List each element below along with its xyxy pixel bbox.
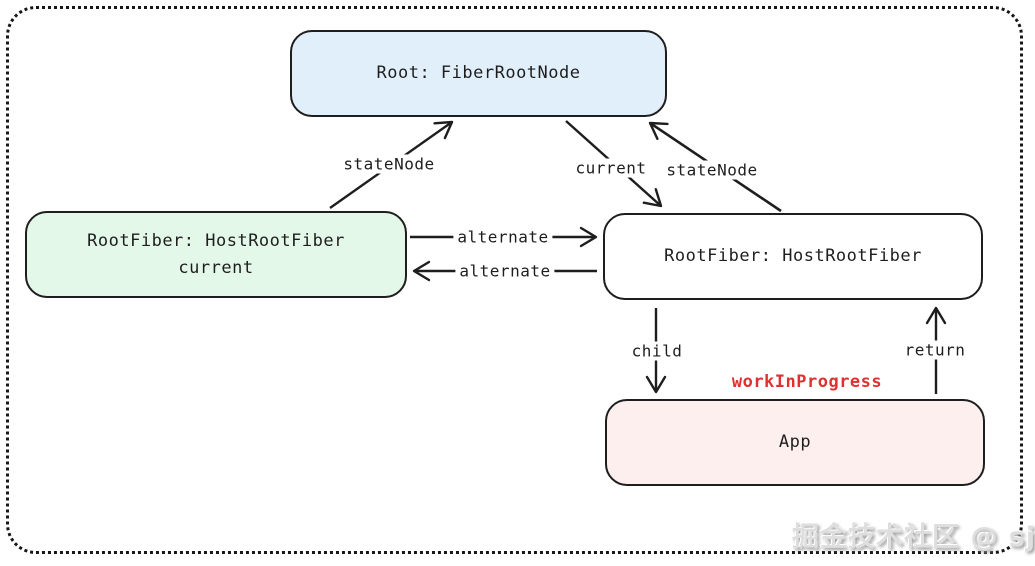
edge-label-return: return (900, 340, 970, 360)
node-app: App (605, 399, 985, 486)
node-label: RootFiber: HostRootFiber (87, 231, 345, 252)
node-current-host-root-fiber: RootFiber: HostRootFiber current (25, 211, 407, 298)
watermark: 掘金技术社区 @ sjin (792, 522, 1035, 553)
edge-label-child: child (627, 341, 687, 361)
work-in-progress-label: workInProgress (727, 372, 887, 392)
node-fiber-root-node: Root: FiberRootNode (290, 30, 667, 117)
edge-label-statenode-left: stateNode (339, 154, 439, 174)
node-wip-host-root-fiber: RootFiber: HostRootFiber (603, 213, 983, 300)
edge-label-statenode-right: stateNode (662, 160, 762, 180)
node-label: App (778, 432, 812, 453)
edge-label-alternate-rtl: alternate (455, 261, 555, 281)
node-sublabel: current (178, 257, 254, 278)
edge-label-alternate-ltr: alternate (453, 227, 553, 247)
node-label: RootFiber: HostRootFiber (664, 246, 922, 267)
node-label: Root: FiberRootNode (376, 63, 581, 84)
edge-label-current: current (571, 158, 651, 178)
